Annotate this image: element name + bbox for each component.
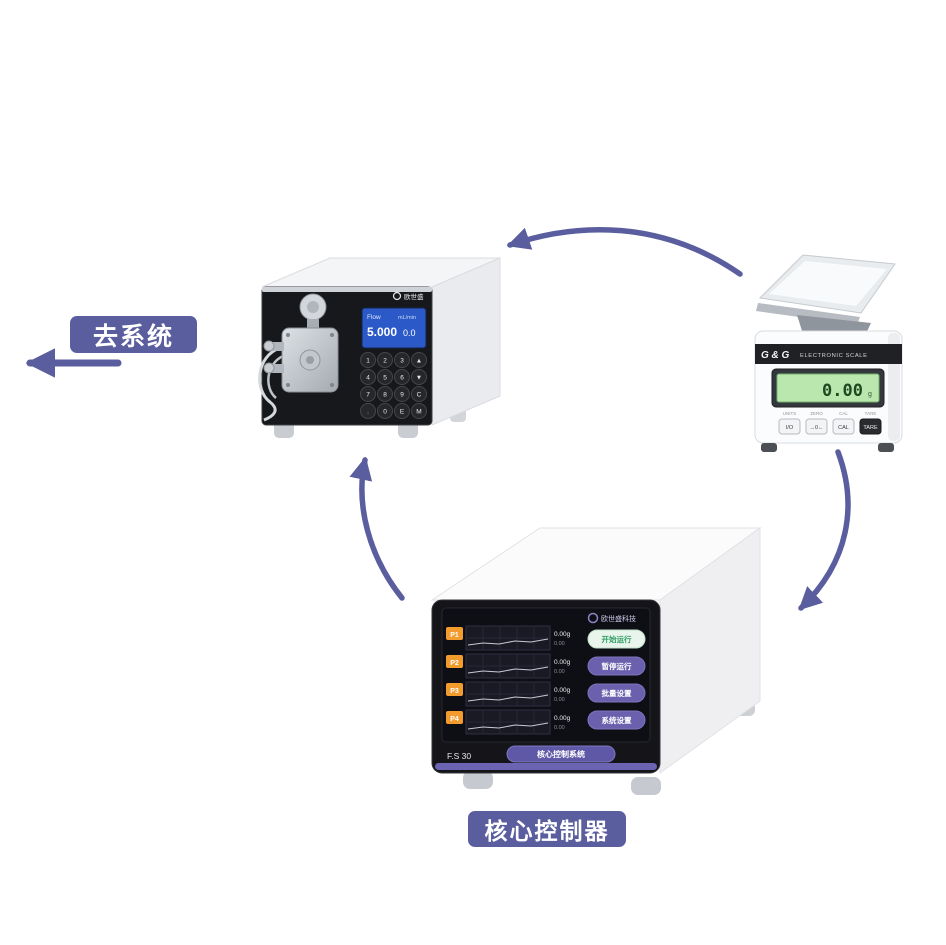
svg-text:9: 9: [400, 392, 404, 399]
svg-text:5: 5: [383, 375, 387, 382]
channel-tag: [446, 655, 463, 668]
channel-sub-value: 0.00: [554, 697, 565, 703]
scale-key-labels: UNITS ZERO CAL TARE: [783, 411, 877, 416]
scale-zero-button: [805, 418, 828, 435]
pump-lcd: Flow 5.000 mL/min 0.0: [361, 307, 427, 349]
channel-tag: [446, 627, 463, 640]
batch-settings-button: [587, 683, 646, 703]
to-system-label: 去系统: [70, 316, 197, 353]
svg-text:3: 3: [400, 358, 404, 365]
scale-title-text: ELECTRONIC SCALE: [800, 353, 868, 359]
pump-outlet-fitting: [263, 362, 275, 374]
svg-text:系统设置: 系统设置: [602, 715, 632, 725]
pump-lcd-label: Flow: [367, 314, 381, 321]
scale-display: 0.00 g: [771, 368, 885, 408]
channel-row-1: P1 0.00g 0.00: [446, 625, 571, 651]
svg-text:2: 2: [383, 358, 387, 365]
arrow-controller-to-pump: [349, 456, 405, 601]
controller-accent-strip: [435, 763, 657, 770]
scale-brand-text: G & G: [761, 350, 790, 361]
scale-display-unit: g: [868, 391, 872, 398]
channel-value: 0.00g: [554, 687, 571, 694]
svg-text:批量设置: 批量设置: [602, 688, 632, 698]
svg-text:ZERO: ZERO: [810, 411, 823, 416]
scale-brand-strip: [755, 344, 902, 364]
channel-sub-value: 0.00: [554, 641, 565, 647]
svg-text:C: C: [417, 392, 422, 399]
pump-side-face: [431, 257, 501, 426]
svg-text:TARE: TARE: [863, 425, 878, 431]
svg-text:▼: ▼: [416, 375, 422, 382]
channel-tag: [446, 683, 463, 696]
pump-keypad-labels: 1 2 3 ▲ 4 5 6 ▼ 7 8 9 C . 0 E M: [366, 358, 422, 416]
controller-model-text: F.S 30: [447, 751, 471, 761]
pump-lcd-value: 5.000: [367, 325, 397, 339]
svg-text:P4: P4: [450, 716, 459, 723]
channel-row-4: P4 0.00g 0.00: [446, 709, 571, 735]
svg-text:0: 0: [383, 409, 387, 416]
pump-inlet-fitting: [263, 340, 275, 352]
channel-sub-value: 0.00: [554, 725, 565, 731]
svg-text:1: 1: [366, 358, 370, 365]
svg-text:→0←: →0←: [809, 425, 823, 431]
svg-text:M: M: [416, 409, 421, 416]
channel-value: 0.00g: [554, 715, 571, 722]
svg-text:UNITS: UNITS: [783, 411, 797, 416]
core-controller-label: 核心控制器: [468, 811, 626, 847]
controller-banner-text: 核心控制系统: [537, 749, 585, 759]
pump-brand-icon: [392, 291, 402, 301]
arrow-scale-to-controller: [798, 449, 851, 611]
svg-text:P2: P2: [450, 660, 459, 667]
channel-value: 0.00g: [554, 631, 571, 638]
arrow-scale-to-pump: [506, 227, 743, 277]
scale-power-button: [778, 418, 801, 435]
channel-value: 0.00g: [554, 659, 571, 666]
channel-row-3: P3 0.00g 0.00: [446, 681, 571, 707]
pump-device: 欧世盛 Flow 5.000 mL/min 0.0 1 2 3 ▲ 4 5 6 ▼ 7 8 9 C…: [250, 250, 510, 460]
svg-text:4: 4: [366, 375, 370, 382]
system-settings-button: [587, 710, 646, 730]
scale-display-value: 0.00: [822, 381, 863, 401]
pump-tubing: [258, 346, 284, 422]
controller-screen-buttons: 开始运行 暂停运行 批量设置 系统设置: [587, 629, 646, 730]
svg-text:6: 6: [400, 375, 404, 382]
svg-text:CAL: CAL: [838, 425, 849, 431]
scale-cal-button: [832, 418, 855, 435]
svg-text:7: 7: [366, 392, 370, 399]
pump-lcd-aux: 0.0: [403, 328, 416, 338]
scale-device: G & G ELECTRONIC SCALE 0.00 g UNITS ZERO…: [745, 245, 910, 455]
pump-lcd-unit: mL/min: [398, 315, 416, 321]
scale-feet: [761, 443, 894, 452]
pump-panel-bezel: [262, 287, 432, 292]
pump-brand-text: 欧世盛: [404, 292, 424, 301]
pump-keypad: [360, 352, 427, 419]
svg-text:▲: ▲: [416, 358, 422, 365]
svg-text:8: 8: [383, 392, 387, 399]
svg-text:开始运行: 开始运行: [602, 634, 632, 644]
svg-text:暂停运行: 暂停运行: [602, 661, 632, 671]
controller-banner: [506, 745, 616, 763]
controller-brand-text: 欧世盛科技: [601, 614, 636, 623]
scale-tare-button: [859, 418, 882, 435]
svg-text:P3: P3: [450, 688, 459, 695]
channel-row-2: P2 0.00g 0.00: [446, 653, 571, 679]
channel-sub-value: 0.00: [554, 669, 565, 675]
svg-text:CAL: CAL: [839, 411, 848, 416]
svg-text:TARE: TARE: [865, 411, 877, 416]
start-run-button: [587, 629, 646, 649]
scale-platter-highlight: [769, 261, 887, 306]
pump-key: [360, 352, 376, 368]
svg-text:E: E: [400, 409, 405, 416]
controller-device: 欧世盛科技 P1 0.00g 0.00 P2 0.00g 0.00: [425, 520, 770, 800]
svg-text:P1: P1: [450, 632, 459, 639]
svg-text:.: .: [367, 409, 369, 416]
channel-tag: [446, 711, 463, 724]
controller-brand-icon: [587, 612, 599, 624]
pause-run-button: [587, 656, 646, 676]
svg-text:I/O: I/O: [786, 425, 794, 431]
scale-buttons: I/O →0← CAL TARE: [778, 418, 882, 435]
pump-head: [263, 293, 339, 393]
